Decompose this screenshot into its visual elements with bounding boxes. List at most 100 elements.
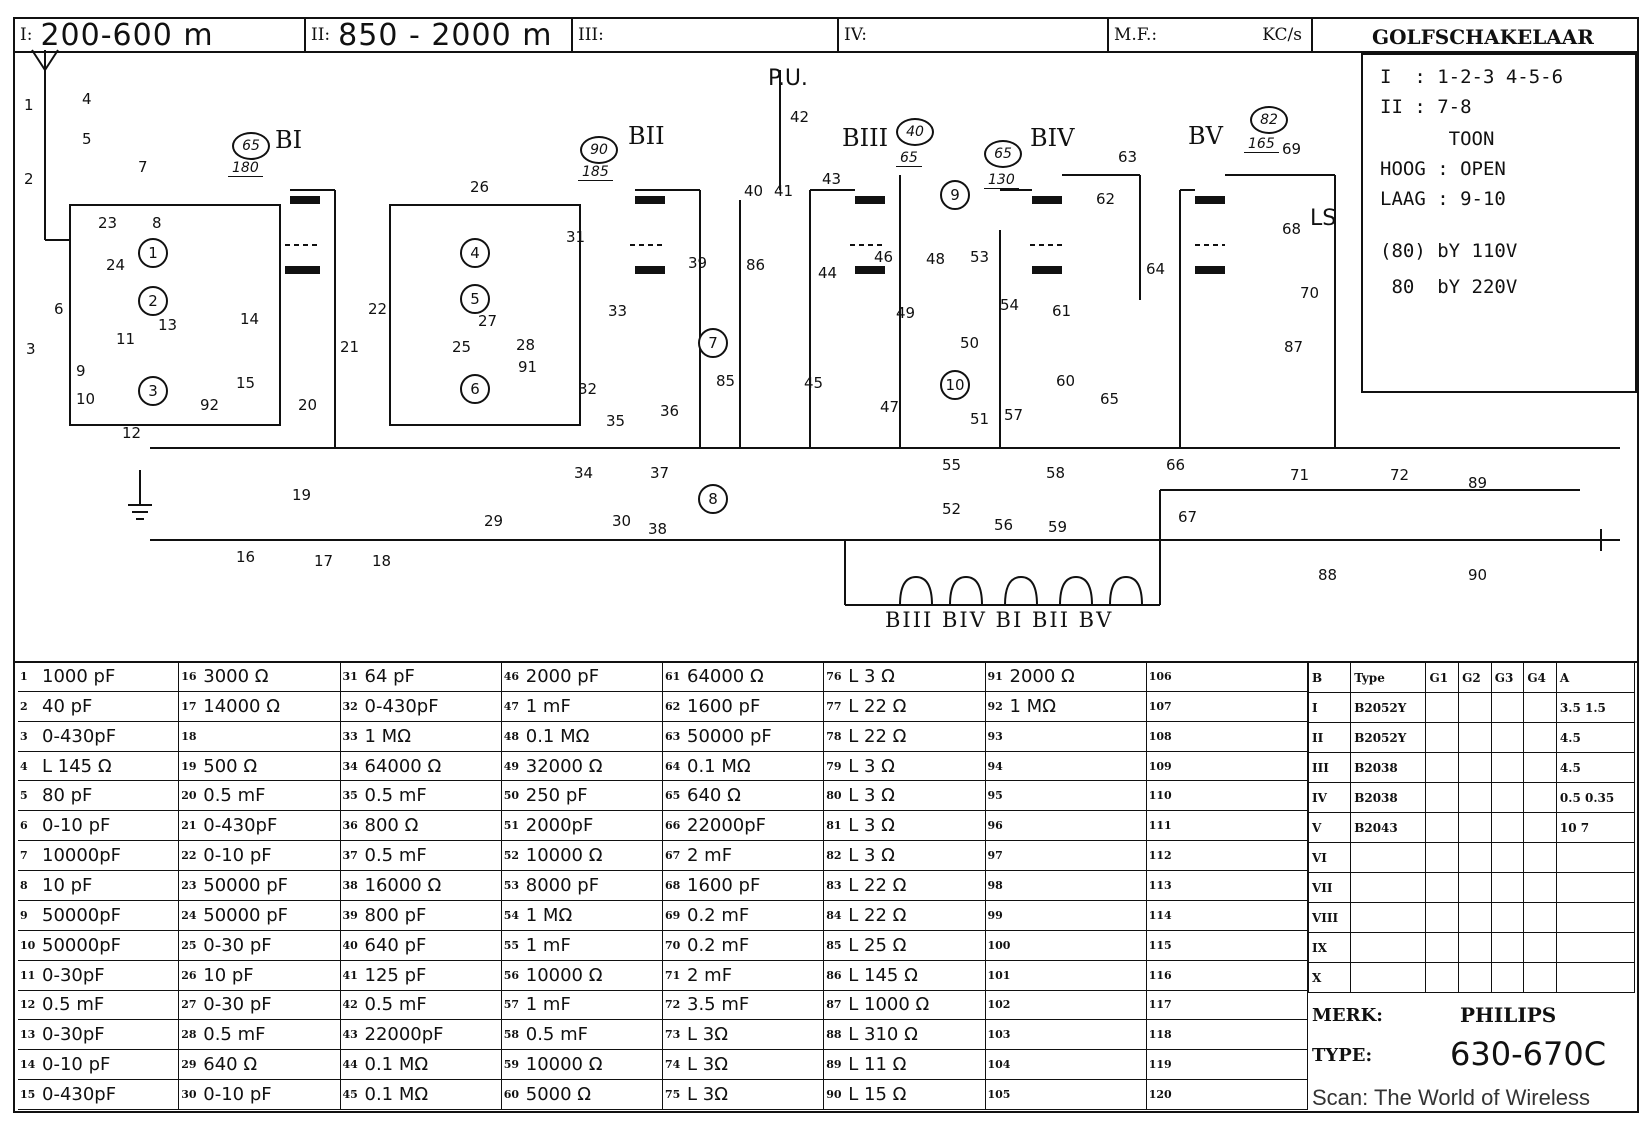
part-number: 12 [20, 998, 36, 1012]
mf-unit: KC/s [1262, 25, 1302, 45]
part-value: 10000 Ω [525, 964, 603, 986]
band-2-key: II: [311, 25, 331, 45]
part-value: 640 Ω [203, 1054, 258, 1076]
part-number: 104 [987, 1058, 1011, 1072]
schematic-label: 64 [1146, 260, 1166, 278]
switch-note-6: (80) bY 110V [1380, 240, 1518, 262]
part-value: 0.1 MΩ [525, 725, 590, 747]
tube-3-ref: 40 [896, 118, 934, 146]
schematic-label: 54 [1000, 296, 1020, 314]
part-value: 0.5 mF [525, 1024, 588, 1046]
part-value: 2 mF [687, 964, 733, 986]
part-value: 0.1 MΩ [364, 1084, 429, 1106]
parts-cell: 27 0-30 pF [179, 990, 341, 1021]
tube-table-row: VII [1307, 872, 1636, 903]
part-number: 26 [181, 968, 197, 982]
part-number: 85 [826, 938, 842, 952]
part-value: L 3 Ω [848, 815, 895, 837]
part-value: 1000 pF [42, 665, 116, 687]
part-number: 31 [342, 669, 358, 683]
part-value: 2000 pF [525, 665, 600, 687]
part-number: 11 [20, 968, 36, 982]
schematic-label: 57 [1004, 406, 1024, 424]
part-value: 0-30 pF [203, 994, 272, 1016]
part-number: 70 [665, 938, 681, 952]
schematic-label: 49 [896, 304, 916, 322]
switch-note-3: TOON [1380, 128, 1495, 150]
tube-table-row: VIII [1307, 902, 1636, 933]
part-number: 53 [503, 878, 520, 892]
schematic-label: 35 [606, 412, 626, 430]
schematic-label: 51 [970, 410, 990, 428]
part-value: 16000 Ω [364, 874, 442, 896]
schematic-label: 66 [1166, 456, 1186, 474]
part-value: 0.1 MΩ [687, 755, 751, 777]
grid-value [1425, 962, 1460, 993]
grid-value [1425, 932, 1460, 963]
grid-value [1458, 932, 1492, 963]
schematic-label: 7 [138, 158, 148, 176]
part-value: 0.5 mF [364, 785, 427, 807]
part-number: 118 [1148, 1028, 1172, 1042]
anode-value [1555, 842, 1636, 873]
schematic-label: 30 [612, 512, 632, 530]
part-value: L 3Ω [687, 1084, 728, 1106]
part-number: 52 [503, 849, 520, 863]
part-value: L 22 Ω [848, 904, 907, 926]
part-value: 1 mF [525, 994, 571, 1016]
switch-pos-9: 9 [940, 180, 970, 210]
part-value: 22000pF [687, 815, 767, 837]
part-number: 60 [503, 1088, 520, 1102]
grid-value [1523, 842, 1557, 873]
mf-field: M.F.: KC/s [1110, 18, 1310, 52]
switch-note-5: LAAG : 9-10 [1380, 188, 1506, 210]
part-number: 39 [342, 908, 358, 922]
part-number: 10 [20, 938, 36, 952]
part-value: 1600 pF [687, 874, 761, 896]
part-number: 40 [342, 938, 358, 952]
part-value: 0.5 mF [42, 994, 105, 1016]
schematic-label: 40 [744, 182, 764, 200]
tube-position: V [1307, 812, 1352, 843]
part-value: 0.2 mF [687, 934, 750, 956]
schematic-label: 34 [574, 464, 594, 482]
tube-type: B2038 [1350, 782, 1427, 813]
part-number: 27 [181, 998, 197, 1012]
tube-1-name: BI [275, 126, 303, 154]
anode-value [1555, 962, 1636, 993]
part-value: 0-430pF [42, 725, 117, 747]
part-value: 800 pF [364, 904, 427, 926]
switch-pos-4: 4 [460, 238, 490, 268]
grid-value [1523, 962, 1557, 993]
schematic-label: 17 [314, 552, 334, 570]
part-number: 5 [20, 789, 28, 803]
part-number: 6 [20, 819, 28, 833]
part-value: L 22 Ω [848, 874, 907, 896]
anode-value [1555, 932, 1636, 963]
grid-value [1490, 752, 1525, 783]
part-value: 1 mF [525, 934, 571, 956]
schematic-label: 48 [926, 250, 946, 268]
part-value: L 3 Ω [848, 665, 895, 687]
part-number: 120 [1148, 1088, 1172, 1102]
